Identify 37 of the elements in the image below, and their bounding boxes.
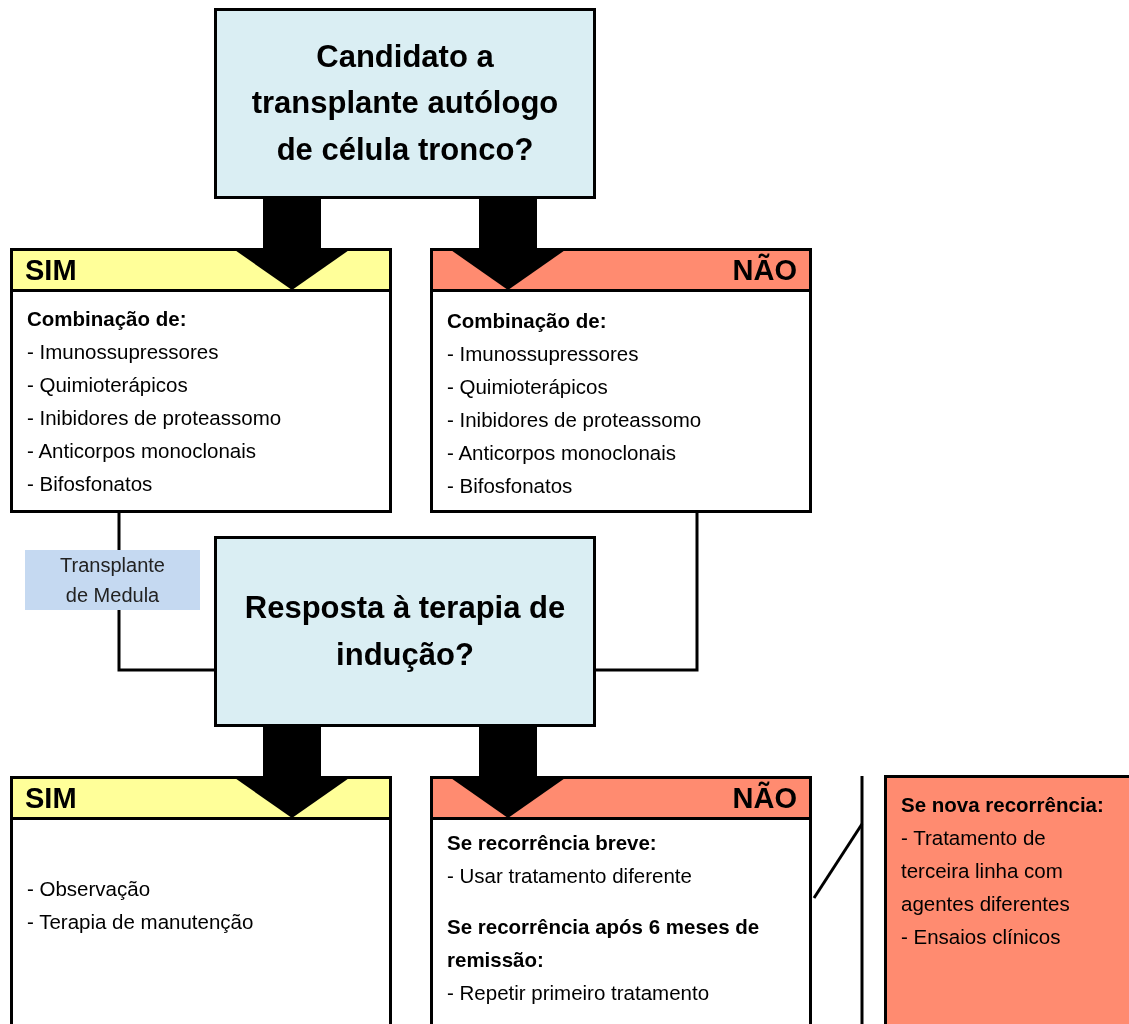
list-item: - Imunossupressores xyxy=(27,339,220,365)
connector-line xyxy=(812,823,864,899)
section-heading: Se recorrência após 6 meses de remissão: xyxy=(447,914,761,973)
section-heading: Combinação de: xyxy=(27,306,188,332)
section-heading: Se recorrência breve: xyxy=(447,830,658,856)
list-item: - Usar tratamento diferente xyxy=(447,863,693,889)
list-item: - Anticorpos monoclonais xyxy=(27,438,258,464)
section-heading: Se nova recorrência: xyxy=(901,792,1105,818)
list-item: - Quimioterápicos xyxy=(447,374,609,400)
question-text: Candidato a transplante autólogo de célula tronco? xyxy=(250,37,560,169)
header-label: SIM xyxy=(25,253,77,288)
list-item: - Anticorpos monoclonais xyxy=(447,440,678,466)
question-text: Resposta à terapia de indução? xyxy=(243,589,567,674)
list-item: - Inibidores de proteassomo xyxy=(27,405,283,431)
edge-label: Transplante de Medula xyxy=(25,550,200,610)
list-item: - Observação xyxy=(27,876,152,902)
content-box xyxy=(430,817,812,1024)
content-box xyxy=(430,289,812,513)
list-item: - Bifosfonatos xyxy=(447,473,574,499)
list-item: - Terapia de manutenção xyxy=(27,909,255,935)
list-item: - Bifosfonatos xyxy=(27,471,154,497)
list-item: - Imunossupressores xyxy=(447,341,640,367)
section-heading: Combinação de: xyxy=(447,308,608,334)
list-item: - Tratamento de terceira linha com agentes diferentes xyxy=(901,825,1071,917)
content-box xyxy=(10,817,392,1024)
list-item: - Inibidores de proteassomo xyxy=(447,407,703,433)
list-item: - Ensaios clínicos xyxy=(901,924,1062,950)
header-label: NÃO xyxy=(732,780,797,816)
decision-box xyxy=(214,536,596,727)
content-box xyxy=(10,289,392,513)
decision-box xyxy=(214,8,596,199)
header-label: NÃO xyxy=(732,252,797,288)
header-label: SIM xyxy=(25,781,77,816)
list-item: - Repetir primeiro tratamento xyxy=(447,980,711,1006)
list-item: - Quimioterápicos xyxy=(27,372,189,398)
connector-line xyxy=(596,513,699,672)
content-box xyxy=(884,775,1129,1024)
